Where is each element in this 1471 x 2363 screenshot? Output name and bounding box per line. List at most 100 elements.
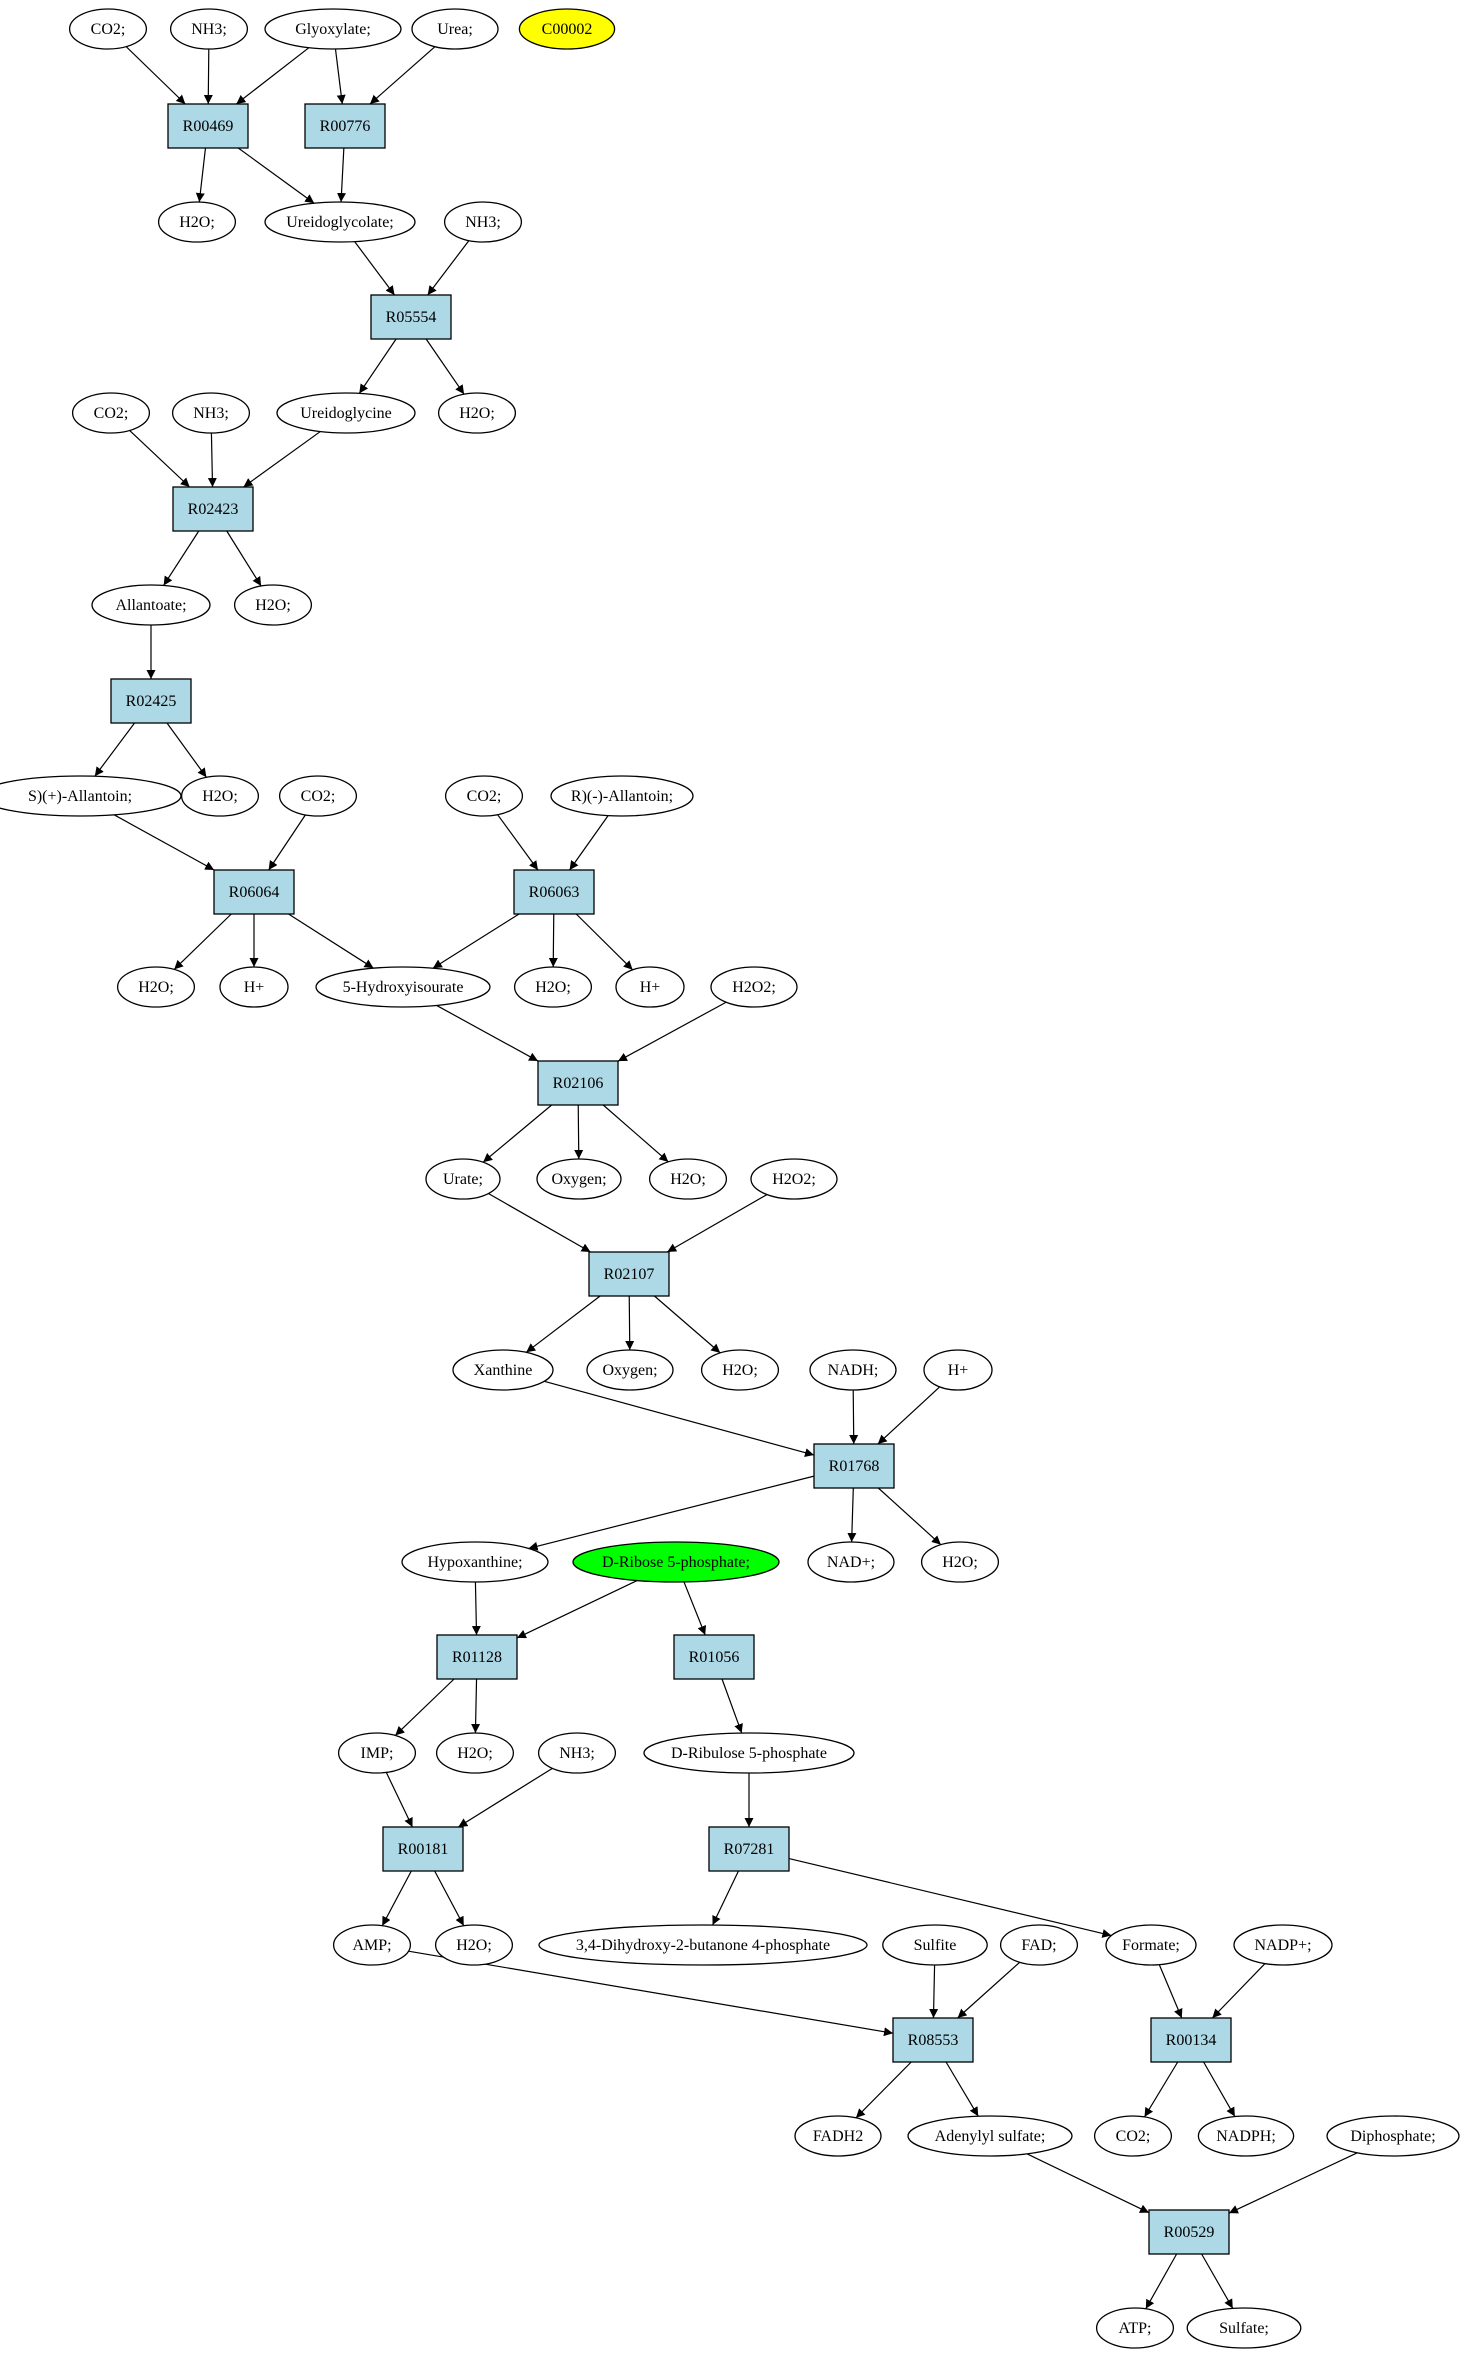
compound-ellipse — [315, 966, 491, 1008]
compound-node-allantoate: Allantoate; — [91, 584, 211, 626]
node-label: FADH2 — [813, 2128, 863, 2145]
edge-r01768-to-hypoxanthine — [528, 1475, 815, 1551]
compound-node-ureidoglycine: Ureidoglycine — [276, 392, 416, 434]
node-label: Hypoxanthine; — [427, 1554, 522, 1571]
edge-sulfite-to-r08553 — [929, 1964, 939, 2019]
compound-ellipse — [1326, 2115, 1460, 2157]
node-label: H2O; — [457, 1745, 493, 1762]
compound-node-h2o_3: H2O; — [233, 584, 313, 626]
edge-adenylyl_sulfate-to-r00529 — [1026, 2153, 1150, 2214]
node-label: R05554 — [386, 309, 437, 326]
compound-ellipse — [171, 392, 251, 434]
compound-node-xanthine: Xanthine — [452, 1349, 554, 1391]
node-label: R02106 — [553, 1075, 604, 1092]
node-label: AMP; — [352, 1937, 391, 1954]
node-label: H2O2; — [772, 1171, 816, 1188]
node-label: R01056 — [689, 1649, 740, 1666]
edge-r02425-to-h2o_4 — [166, 722, 207, 778]
edge-r05554-to-h2o_2 — [425, 338, 465, 395]
reaction-node-r00469: R00469 — [167, 103, 249, 149]
edge-r02423-to-allantoate — [163, 530, 200, 586]
node-label: Diphosphate; — [1350, 2128, 1435, 2145]
compound-ellipse — [337, 1732, 417, 1774]
reaction-box — [1148, 2209, 1230, 2255]
compound-node-nh3_2: NH3; — [443, 201, 523, 243]
node-label: R08553 — [908, 2032, 959, 2049]
compound-ellipse — [425, 1158, 501, 1200]
node-label: Oxygen; — [602, 1362, 657, 1379]
reaction-box — [172, 486, 254, 532]
compound-node-atp: ATP; — [1095, 2307, 1175, 2349]
edge-r00469-to-ureidoglycolate — [237, 147, 315, 204]
compound-node-hydroxyisourate: 5-Hydroxyisourate — [315, 966, 491, 1008]
node-label: H2O; — [459, 405, 495, 422]
edge-s_allantoin-to-r06064 — [113, 814, 215, 871]
edge-urate-to-r02107 — [488, 1193, 591, 1253]
reaction-box — [110, 678, 192, 724]
node-label: 3,4-Dihydroxy-2-butanone 4-phosphate — [576, 1937, 830, 1954]
node-label: CO2; — [91, 21, 126, 38]
node-label: H+ — [948, 1362, 969, 1379]
edge-h2o2_2-to-r02107 — [666, 1194, 768, 1253]
edge-r02107-to-h2o_8 — [654, 1295, 721, 1354]
reaction-box — [436, 1634, 518, 1680]
reaction-node-r06064: R06064 — [213, 869, 295, 915]
node-label: H2O; — [456, 1937, 492, 1954]
edge-hplus_3-to-r01768 — [877, 1386, 941, 1445]
edge-co2_2-to-r02423 — [129, 430, 191, 488]
compound-node-co2_1: CO2; — [68, 8, 148, 50]
compound-ellipse — [1093, 2115, 1173, 2157]
edge-r06064-to-hydroxyisourate — [288, 913, 374, 969]
edge-nadpplus-to-r00134 — [1211, 1963, 1266, 2019]
compound-ellipse — [537, 1732, 617, 1774]
edge-nh3_4-to-r00181 — [457, 1767, 553, 1828]
compound-ellipse — [586, 1349, 674, 1391]
node-label: R07281 — [724, 1841, 775, 1858]
edge-fad-to-r08553 — [957, 1961, 1021, 2019]
node-label: NADP+; — [1254, 1937, 1311, 1954]
edge-ribose5p-to-r01128 — [516, 1579, 638, 1639]
reaction-box — [673, 1634, 755, 1680]
compound-ellipse — [807, 1541, 895, 1583]
compound-node-s_allantoin: S)(+)-Allantoin; — [0, 775, 182, 817]
reaction-box — [588, 1251, 670, 1297]
compound-ellipse — [648, 1158, 728, 1200]
compound-node-nadplus: NAD+; — [807, 1541, 895, 1583]
node-label: D-Ribose 5-phosphate; — [602, 1554, 750, 1571]
compound-node-urate: Urate; — [425, 1158, 501, 1200]
reaction-box — [892, 2017, 974, 2063]
edge-imp-to-r00181 — [385, 1772, 413, 1828]
node-label: CO2; — [94, 405, 129, 422]
edge-r02425-to-s_allantoin — [94, 722, 136, 777]
node-label: S)(+)-Allantoin; — [28, 788, 132, 805]
edge-r00134-to-nadph — [1203, 2061, 1236, 2117]
edge-r05554-to-ureidoglycine — [358, 338, 397, 394]
compound-ellipse — [437, 392, 517, 434]
edge-r00529-to-sulfate — [1201, 2253, 1234, 2309]
compound-node-h2o_1: H2O; — [157, 201, 237, 243]
node-label: NH3; — [465, 214, 501, 231]
node-label: R01128 — [452, 1649, 502, 1666]
node-label: R01768 — [829, 1458, 880, 1475]
reaction-node-r01128: R01128 — [436, 1634, 518, 1680]
node-label: Glyoxylate; — [295, 21, 371, 38]
reaction-node-r07281: R07281 — [708, 1826, 790, 1872]
node-label: Xanthine — [474, 1362, 533, 1379]
compound-ellipse — [536, 1158, 622, 1200]
node-label: NAD+; — [827, 1554, 875, 1571]
node-label: H+ — [244, 979, 265, 996]
compound-ellipse — [411, 8, 499, 50]
node-label: NH3; — [559, 1745, 595, 1762]
compound-node-amp: AMP; — [332, 1924, 412, 1966]
compound-node-c00002: C00002 — [518, 8, 616, 50]
compound-node-h2o_10: H2O; — [435, 1732, 515, 1774]
node-label: R00529 — [1164, 2224, 1215, 2241]
compound-ellipse — [1233, 1924, 1333, 1966]
edge-r08553-to-fadh2 — [855, 2061, 912, 2119]
node-label: C00002 — [542, 21, 593, 38]
node-label: NH3; — [191, 21, 227, 38]
edge-r01128-to-imp — [394, 1678, 455, 1736]
compound-ellipse — [572, 1541, 780, 1583]
reaction-node-r02423: R02423 — [172, 486, 254, 532]
